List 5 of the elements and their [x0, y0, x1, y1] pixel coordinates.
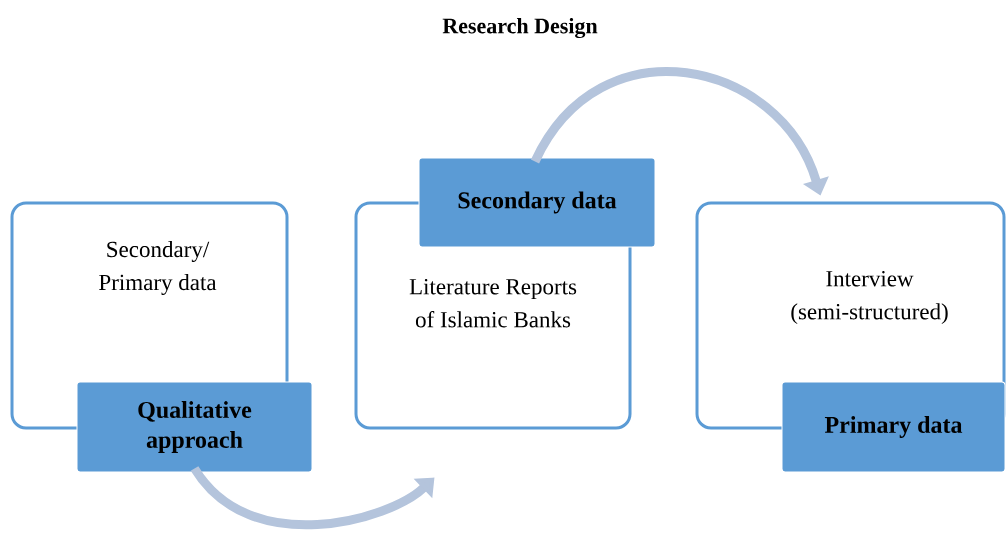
heading-box: Secondary data	[418, 157, 656, 248]
heading-box: Primary data	[781, 381, 1006, 473]
title: Research Design	[442, 17, 598, 39]
curved-arrow	[190, 465, 435, 530]
heading-box: Qualitative approach	[76, 381, 313, 473]
